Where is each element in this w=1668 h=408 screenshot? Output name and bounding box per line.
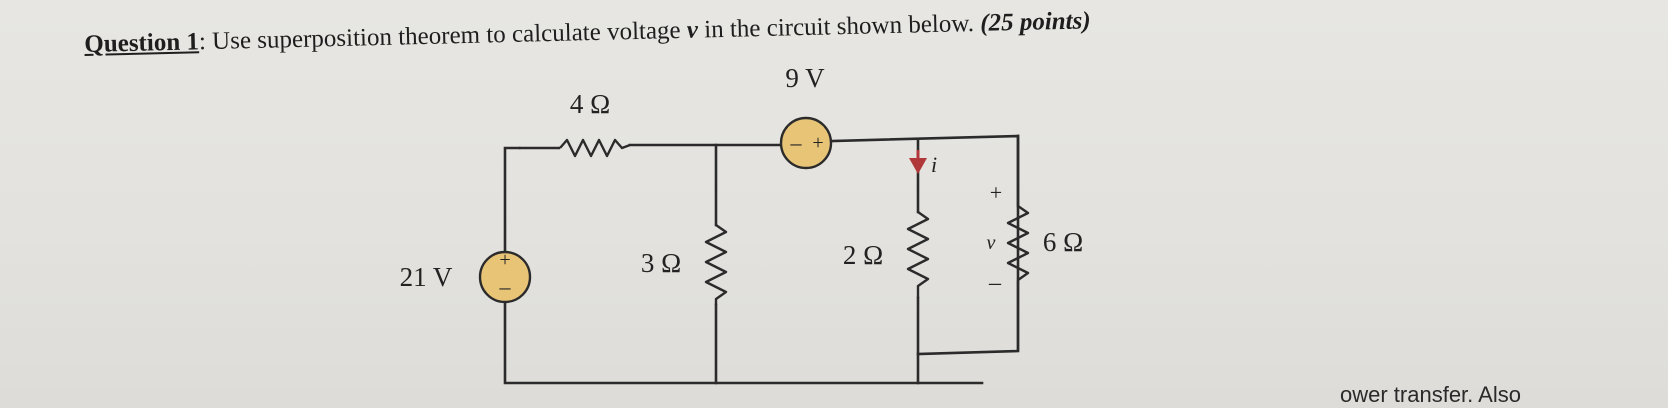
wire-left-upper (503, 146, 521, 256)
label-6ohm: 6 Ω (1043, 227, 1083, 257)
source-9v: – + (779, 116, 833, 170)
label-4ohm: 4 Ω (570, 89, 610, 119)
source-21v: + – (478, 249, 532, 304)
resistor-2ohm-symbol (906, 211, 930, 298)
label-voltage-plus: + (990, 180, 1002, 205)
source-21v-plus: + (499, 249, 510, 271)
label-2ohm: 2 Ω (843, 240, 883, 270)
label-9v: 9 V (785, 63, 825, 93)
label-voltage-v: v (987, 232, 996, 254)
source-9v-circle (779, 116, 833, 170)
source-21v-minus: – (499, 274, 512, 299)
source-9v-plus: + (812, 132, 823, 154)
resistor-6ohm-symbol (1006, 205, 1030, 351)
footer-partial-text: ower transfer. Also (1340, 382, 1521, 407)
label-current-i: i (931, 152, 937, 177)
resistor-3ohm-symbol (704, 224, 728, 305)
source-21v-circle (478, 250, 532, 304)
wire-top-right (830, 134, 1020, 356)
label-3ohm: 3 Ω (641, 248, 681, 278)
source-9v-minus: – (790, 130, 803, 155)
current-arrow-icon (909, 158, 927, 174)
label-voltage-minus: – (988, 270, 1002, 296)
resistor-4ohm-symbol (559, 138, 631, 158)
circuit-wires (503, 134, 1020, 385)
label-21v: 21 V (400, 262, 453, 292)
wire-bottom (503, 300, 984, 385)
